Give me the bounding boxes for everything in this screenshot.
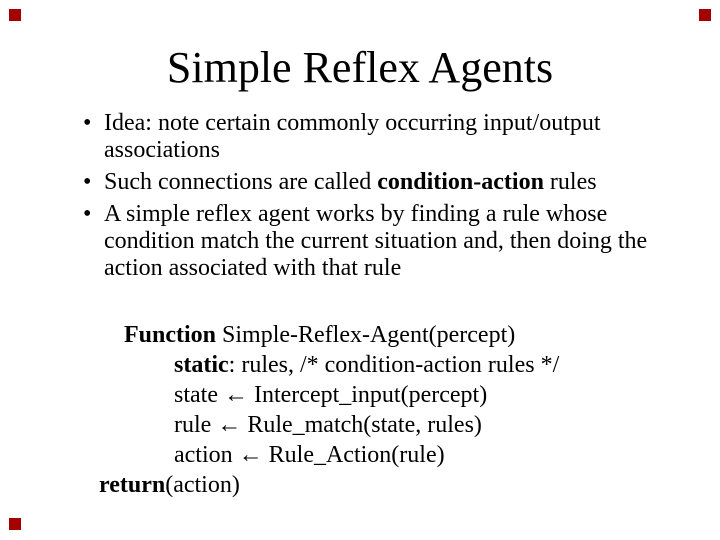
text-segment: A simple reflex agent works by finding a… <box>104 201 608 227</box>
bullet-list: • Idea: note certain commonly occurring i… <box>80 110 680 287</box>
code-line: action ← Rule_Action(rule) <box>99 440 559 470</box>
text-segment: associations <box>104 137 220 163</box>
fiducial-marker-top-left <box>9 9 21 21</box>
code-line: Function Simple-Reflex-Agent(percept) <box>99 320 559 350</box>
list-item: • Idea: note certain commonly occurring i… <box>80 110 680 164</box>
code-line: return(action) <box>99 470 559 500</box>
code-line: static: rules, /* condition-action rules… <box>99 350 559 380</box>
bold-text-segment: Function <box>124 322 217 348</box>
bullet-icon: • <box>83 201 92 227</box>
bold-text-segment: static <box>174 352 229 378</box>
list-item: • Such connections are called condition-a… <box>80 169 680 196</box>
bold-text-segment: condition-action <box>377 169 544 195</box>
text-segment: Such connections are called <box>104 169 378 195</box>
fiducial-marker-bottom-left <box>9 518 21 530</box>
slide-title: Simple Reflex Agents <box>166 43 554 92</box>
bullet-text-line: A simple reflex agent works by finding a… <box>104 201 680 228</box>
text-segment: rule ← Rule_match(state, rules) <box>174 412 482 438</box>
text-segment: state ← Intercept_input(percept) <box>174 382 488 408</box>
bullet-icon: • <box>83 169 92 195</box>
bold-text-segment: return <box>99 472 166 498</box>
list-item: • A simple reflex agent works by finding … <box>80 201 680 282</box>
bullet-text-line: Idea: note certain commonly occurring in… <box>104 110 680 137</box>
text-segment: rules <box>543 169 597 195</box>
text-segment: Simple-Reflex-Agent(percept) <box>216 322 516 348</box>
bullet-text-line: Such connections are called condition-ac… <box>104 169 680 196</box>
bullet-icon: • <box>83 110 92 136</box>
code-line: state ← Intercept_input(percept) <box>99 380 559 410</box>
bullet-text-line: associations <box>104 137 680 164</box>
text-segment: : rules, /* condition-action rules */ <box>228 352 560 378</box>
bullet-text-line: condition match the current situation an… <box>104 228 680 255</box>
fiducial-marker-top-right <box>699 9 711 21</box>
code-line: rule ← Rule_match(state, rules) <box>99 410 559 440</box>
pseudocode-block: Function Simple-Reflex-Agent(percept)sta… <box>99 320 559 500</box>
text-segment: action associated with that rule <box>104 255 402 281</box>
text-segment: action ← Rule_Action(rule) <box>174 442 445 468</box>
text-segment: condition match the current situation an… <box>104 228 648 254</box>
text-segment: (action) <box>165 472 240 498</box>
bullet-text-line: action associated with that rule <box>104 255 680 282</box>
text-segment: Idea: note certain commonly occurring in… <box>104 110 601 136</box>
